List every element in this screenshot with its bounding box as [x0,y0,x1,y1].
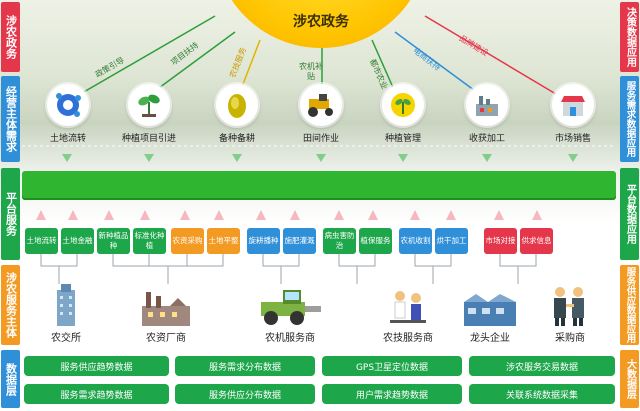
service-box[interactable]: 烘干加工 [435,228,468,254]
actor-item[interactable]: 采购商 [520,282,620,344]
need-item[interactable]: 收获加工 [450,84,524,144]
actor-label: 农交所 [51,333,81,344]
need-label: 种植管理 [384,134,421,144]
seed-icon [216,84,258,126]
service-box[interactable]: 旋耕播种 [247,228,280,254]
side-label-supply-data: 服务供应数据应用 [620,265,639,345]
factory-icon [466,84,508,126]
factory-plant-icon [116,282,216,326]
actor-label: 采购商 [555,333,585,344]
side-label-platform-data: 平台数据应用 [620,168,639,260]
seedling-icon [128,84,170,126]
actor-label: 龙头企业 [470,333,510,344]
top-title: 涉农政务 [293,14,349,30]
actor-label: 农技服务商 [383,333,433,344]
technicians-icon [358,282,458,326]
actor-item[interactable]: 农交所 [16,282,116,344]
service-box[interactable]: 农资采购 [171,228,204,254]
tractor-icon [300,84,342,126]
service-box[interactable]: 新种植品种 [97,228,130,254]
need-arrows [62,154,578,162]
service-box[interactable]: 市场对接 [484,228,517,254]
service-box[interactable]: 植保服务 [359,228,392,254]
need-label: 备种备耕 [218,134,255,144]
need-item[interactable]: 市场销售 [536,84,610,144]
service-box[interactable]: 土地平整 [207,228,240,254]
actor-item[interactable]: 农资厂商 [116,282,216,344]
service-box[interactable]: 供求信息 [520,228,553,254]
actor-item[interactable]: 龙头企业 [440,282,540,344]
actor-item[interactable]: 农技服务商 [358,282,458,344]
service-box[interactable]: 土地金融 [61,228,94,254]
service-actor-lines [40,254,537,284]
buyers-icon [520,282,620,326]
side-label-platform: 平台服务 [1,168,20,260]
service-box[interactable]: 农机收割 [399,228,432,254]
store-icon [552,84,594,126]
need-item[interactable]: 备种备耕 [200,84,274,144]
service-box[interactable]: 土地流转 [25,228,58,254]
platform-service-bar [22,171,616,200]
data-item[interactable]: 服务需求趋势数据 [24,384,169,404]
service-up-arrows [36,210,542,220]
data-item[interactable]: GPS卫星定位数据 [322,356,462,376]
data-item[interactable]: 关联系统数据采集 [469,384,615,404]
actor-item[interactable]: 农机服务商 [240,282,340,344]
need-item[interactable]: 土地流转 [31,84,105,144]
harvester-icon [240,282,340,326]
need-item[interactable]: 田间作业 [284,84,358,144]
side-label-government: 涉农政务 [1,2,20,72]
side-label-service-providers: 涉农服务主体 [1,265,20,345]
network-icon [47,84,89,126]
side-label-demand-data: 服务需求数据应用 [620,76,639,162]
actor-label: 农资厂商 [146,333,186,344]
need-label: 收获加工 [468,134,505,144]
exchange-building-icon [16,282,116,326]
need-label: 种植项目引进 [121,134,176,144]
data-item[interactable]: 涉农服务交易数据 [469,356,615,376]
service-box[interactable]: 标准化种植 [133,228,166,254]
need-label: 田间作业 [302,134,339,144]
side-label-decision-data: 决策数据应用 [620,2,639,72]
service-box[interactable]: 施肥灌溉 [283,228,316,254]
data-item[interactable]: 用户需求趋势数据 [322,384,462,404]
service-box[interactable]: 病虫害防治 [323,228,356,254]
need-item[interactable]: 种植项目引进 [112,84,186,144]
side-label-big-data: 大数据层 [620,350,639,408]
need-label: 市场销售 [554,134,591,144]
actor-label: 农机服务商 [265,333,315,344]
policy-link-label: 农机补贴 [299,62,323,81]
data-item[interactable]: 服务需求分布数据 [175,356,315,376]
need-item[interactable]: 种植管理 [366,84,440,144]
plant-management-icon [382,84,424,126]
data-item[interactable]: 服务供应分布数据 [175,384,315,404]
data-item[interactable]: 服务供应趋势数据 [24,356,169,376]
side-label-data-layer: 数据层 [1,350,20,408]
enterprise-icon [440,282,540,326]
side-label-operator-needs: 经营主体需求 [1,76,20,162]
need-label: 土地流转 [49,134,86,144]
